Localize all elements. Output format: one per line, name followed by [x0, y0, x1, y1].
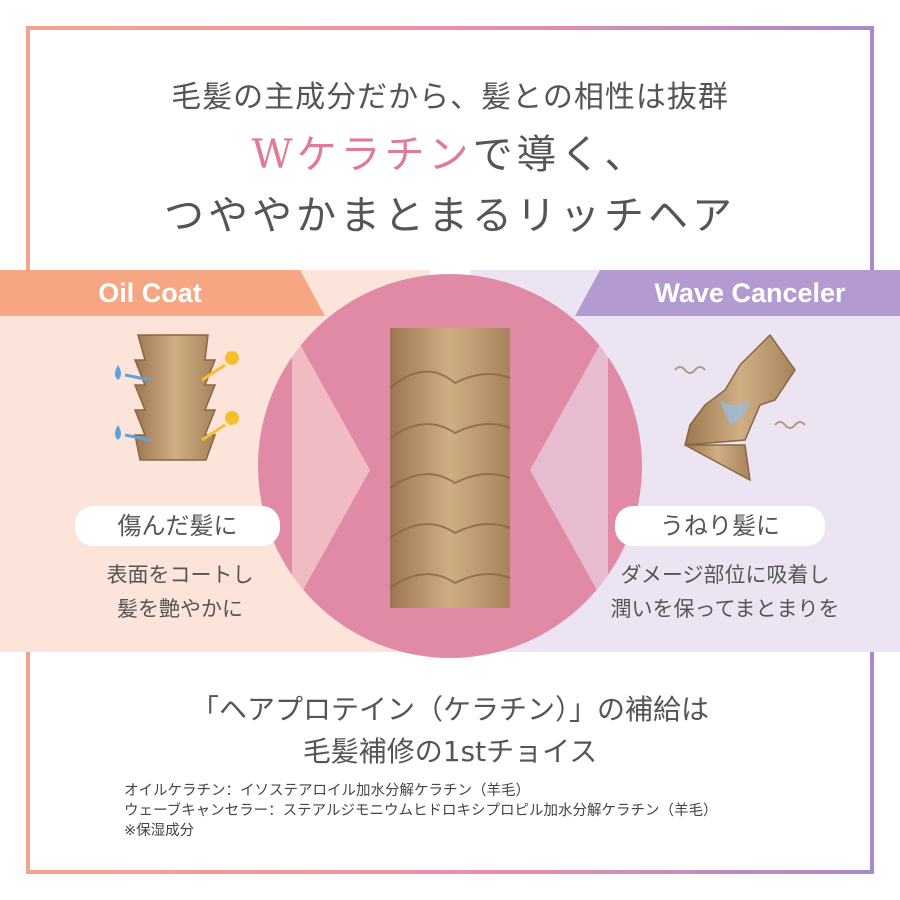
ingredient-notes: オイルケラチン：イソステアロイル加水分解ケラチン（羊毛） ウェーブキャンセラー：…: [124, 781, 717, 841]
bottom-line-2: 毛髪補修の1stチョイス: [302, 735, 598, 768]
oil-coat-description: 表面をコートし 髪を艶やかに: [40, 558, 320, 626]
sparkle-icon: [225, 351, 239, 425]
wave-canceler-desc-line-1: ダメージ部位に吸着し: [620, 563, 830, 587]
wave-canceler-tag: Wave Canceler: [575, 270, 900, 316]
oil-coat-tag: Oil Coat: [0, 270, 325, 316]
header-line-3: つややかまとまるリッチヘア: [164, 193, 736, 239]
hair-strand-illustration: [389, 328, 511, 608]
wavy-hair-pill: うねり髪に: [615, 506, 825, 546]
header-line-2-rest: で導く、: [472, 132, 649, 178]
note-oil-keratin: オイルケラチン：イソステアロイル加水分解ケラチン（羊毛）: [124, 783, 530, 799]
note-wave-canceler: ウェーブキャンセラー：ステアルジモニウムヒドロキシプロピル加水分解ケラチン（羊毛…: [124, 803, 718, 819]
bottom-line-1: 「ヘアプロテイン（ケラチン）」の補給は: [190, 693, 709, 726]
header-line-1: 毛髪の主成分だから、髪との相性は抜群: [171, 80, 729, 115]
wave-canceler-desc-line-2: 潤いを保ってまとまりを: [610, 597, 840, 621]
wave-line-icon: [674, 366, 806, 429]
coated-hair-illustration: [115, 334, 239, 461]
wavy-hair-illustration: [674, 333, 806, 482]
wave-canceler-description: ダメージ部位に吸着し 潤いを保ってまとまりを: [575, 558, 875, 626]
water-drop-icon: [115, 365, 121, 440]
note-moisturizing: ※保湿成分: [124, 823, 195, 839]
oil-coat-desc-line-1: 表面をコートし: [106, 563, 254, 587]
damaged-hair-pill: 傷んだ髪に: [75, 506, 280, 546]
header-highlight: Wケラチン: [251, 132, 473, 178]
oil-coat-desc-line-2: 髪を艶やかに: [117, 597, 243, 621]
header-line-2: Wケラチンで導く、: [0, 122, 900, 180]
